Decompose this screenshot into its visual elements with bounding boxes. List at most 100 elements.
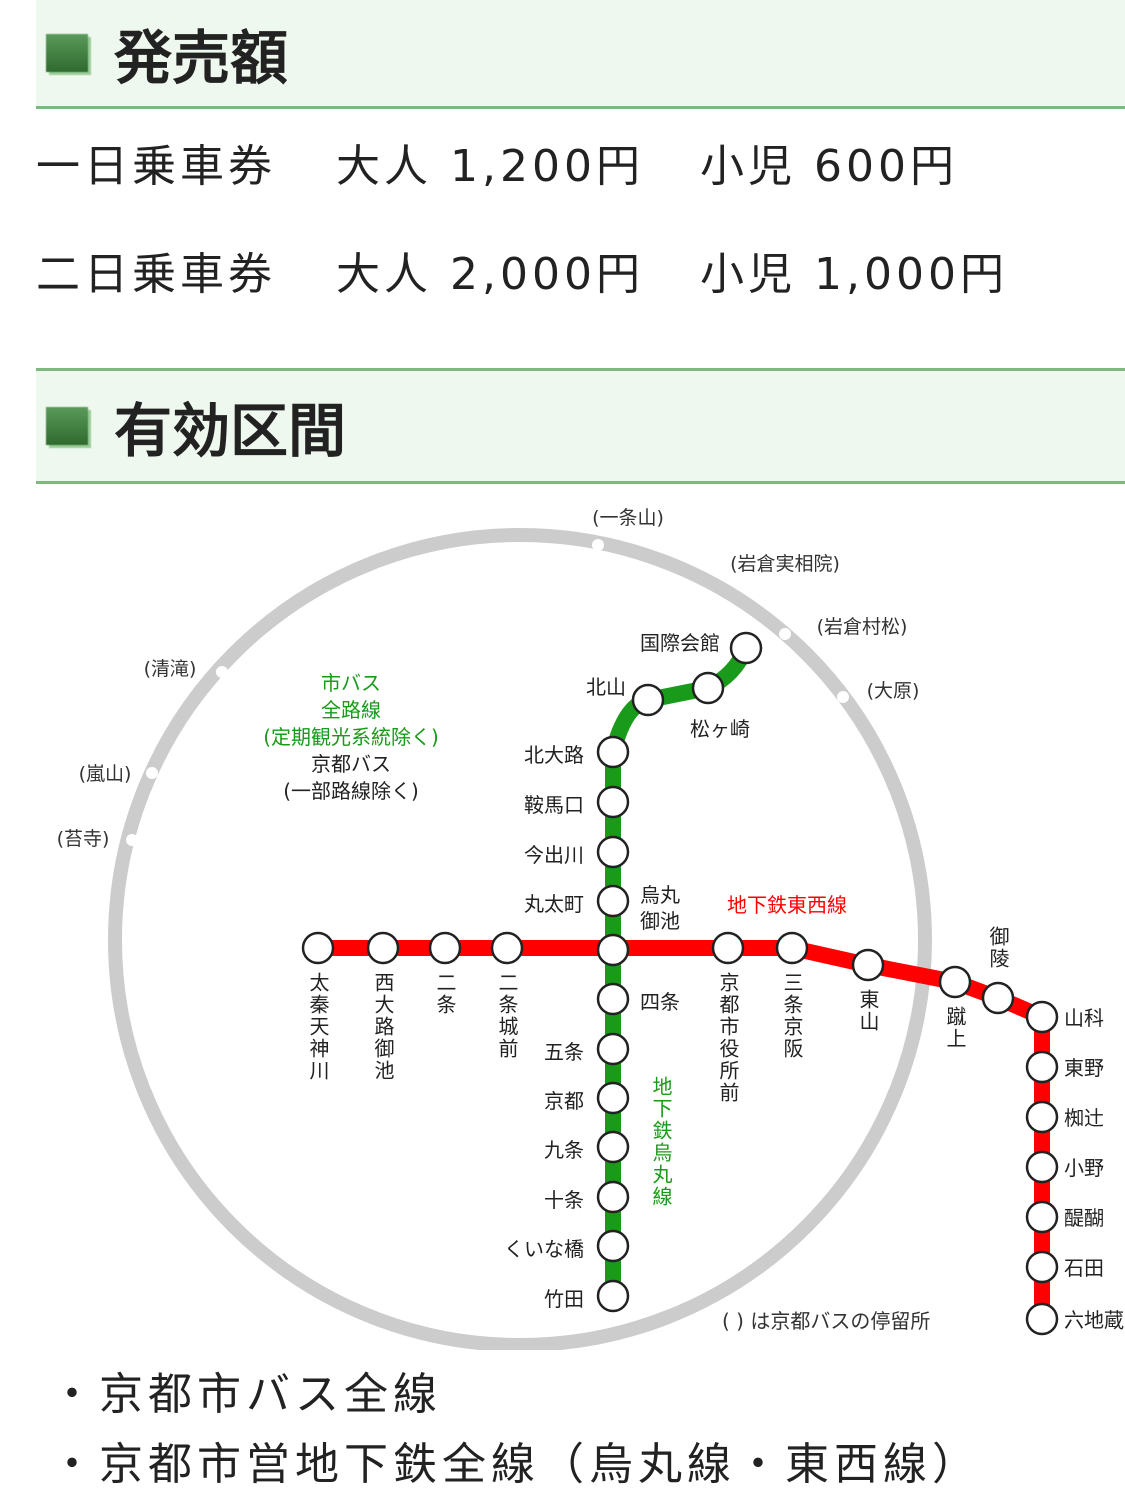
station-marker — [729, 631, 763, 665]
valid-item: ・京都市営地下鉄全線（烏丸線・東西線） — [50, 1439, 981, 1490]
bus-stop-label: (一条山) — [592, 507, 664, 529]
station-marker — [301, 931, 335, 965]
adult-label: 大人 — [336, 141, 432, 192]
station-label: 東野 — [1064, 1056, 1104, 1080]
station-marker — [596, 835, 630, 869]
station-marker — [1025, 1200, 1059, 1234]
station-label: 丸太町 — [524, 892, 584, 916]
karasuma-line-label: 地下鉄烏丸線 — [649, 1076, 673, 1208]
station-marker — [1025, 1000, 1059, 1034]
section-header-area: 有効区間 — [36, 368, 1125, 484]
fare-row: 二日乗車券 大人 2,000円 小児 1,000円 — [36, 238, 1008, 302]
section-header-sales: 発売額 — [36, 0, 1125, 109]
station-label-karasuma-oike: 烏丸御池 — [640, 883, 680, 933]
tozai-line — [318, 940, 1050, 1319]
station-label-sanjo-keihan: 三条京阪 — [780, 972, 804, 1060]
valid-item: ・京都市バス全線 — [50, 1369, 442, 1420]
station-marker — [428, 931, 462, 965]
kyoto-bus-note: (一部路線除く) — [283, 779, 419, 803]
station-marker — [596, 933, 630, 967]
station-label-shiyakusho-mae: 京都市役所前 — [716, 972, 740, 1104]
station-label: 五条 — [544, 1040, 584, 1064]
station-label-keage: 蹴上 — [943, 1006, 967, 1050]
adult-price: 2,000円 — [450, 249, 644, 300]
station-marker — [631, 683, 665, 717]
bus-stop-label: (嵐山) — [79, 763, 132, 785]
adult-label: 大人 — [336, 249, 432, 300]
station-marker — [596, 1180, 630, 1214]
station-marker — [596, 785, 630, 819]
section-title: 有効区間 — [114, 397, 347, 465]
bus-ring — [108, 528, 932, 1350]
station-marker — [366, 931, 400, 965]
green-square-icon — [46, 34, 88, 72]
station-label: 六地蔵 — [1064, 1308, 1124, 1332]
station-marker — [596, 1081, 630, 1115]
bus-stop-dot — [146, 767, 158, 779]
station-marker — [1025, 1150, 1059, 1184]
station-label: 九条 — [544, 1138, 584, 1162]
station-marker — [711, 931, 745, 965]
bus-stop-label: (苔寺) — [57, 828, 110, 850]
bus-stop-label: (大原) — [867, 680, 920, 702]
child-price: 1,000円 — [814, 249, 1008, 300]
section-title: 発売額 — [114, 24, 289, 92]
station-label-nijo: 二条 — [433, 972, 457, 1016]
city-bus-note: 市バス — [321, 671, 381, 695]
bus-stop-label: (岩倉実相院) — [730, 553, 840, 575]
station-label: 国際会館 — [640, 631, 720, 655]
station-label: くいな橋 — [504, 1237, 584, 1261]
bus-stop-dot — [216, 666, 228, 678]
station-label: 石田 — [1064, 1256, 1104, 1280]
green-square-icon — [46, 407, 88, 445]
city-bus-note: (定期観光系統除く) — [263, 725, 439, 749]
adult-price: 1,200円 — [450, 141, 644, 192]
station-label: 北山 — [586, 675, 626, 699]
station-label-higashiyama: 東山 — [856, 989, 880, 1033]
station-marker — [1025, 1050, 1059, 1084]
station-label: 今出川 — [524, 843, 584, 867]
station-label: 松ヶ崎 — [690, 717, 750, 741]
station-marker — [596, 1279, 630, 1313]
station-label: 山科 — [1064, 1006, 1104, 1030]
map-legend: ( ) は京都バスの停留所 — [722, 1309, 930, 1333]
station-label-misasagi: 御陵 — [986, 926, 1010, 970]
station-label: 十条 — [544, 1188, 584, 1212]
station-marker — [691, 671, 725, 705]
station-label: 四条 — [640, 990, 680, 1014]
station-label-nishioji-oike: 西大路御池 — [371, 972, 395, 1082]
fare-row: 一日乗車券 大人 1,200円 小児 600円 — [36, 130, 958, 194]
station-marker — [596, 982, 630, 1016]
station-label: 竹田 — [544, 1287, 584, 1311]
station-label-uzumasa-tenjingawa: 太秦天神川 — [306, 972, 330, 1082]
kyoto-bus-note: 京都バス — [311, 752, 391, 776]
station-label-nijojo-mae: 二条城前 — [495, 972, 519, 1060]
child-label: 小児 — [700, 249, 796, 300]
child-price: 600円 — [814, 141, 958, 192]
station-marker — [596, 1229, 630, 1263]
bus-stop-dot — [779, 628, 791, 640]
station-label: 小野 — [1064, 1156, 1104, 1180]
ticket-name: 二日乗車券 — [36, 249, 276, 300]
ticket-name: 一日乗車券 — [36, 141, 276, 192]
tozai-line-label: 地下鉄東西線 — [727, 893, 847, 917]
station-marker — [596, 1032, 630, 1066]
bus-stop-dot — [126, 834, 138, 846]
station-marker — [1025, 1302, 1059, 1336]
station-marker — [851, 948, 885, 982]
station-marker — [1025, 1100, 1059, 1134]
bus-stop-label: (清滝) — [144, 658, 197, 680]
station-label: 醍醐 — [1064, 1206, 1104, 1230]
station-marker — [596, 1130, 630, 1164]
station-label: 椥辻 — [1064, 1106, 1104, 1130]
station-label: 京都 — [544, 1089, 584, 1113]
bus-stop-dot — [837, 691, 849, 703]
child-label: 小児 — [700, 141, 796, 192]
bus-stop-dot — [699, 554, 711, 566]
station-marker — [596, 735, 630, 769]
route-map: (一条山)(岩倉実相院)(岩倉村松)(大原)(清滝)(嵐山)(苔寺)国際会館松ヶ… — [57, 507, 1124, 1350]
station-marker — [938, 965, 972, 999]
station-marker — [490, 931, 524, 965]
station-marker — [596, 884, 630, 918]
station-marker — [775, 931, 809, 965]
